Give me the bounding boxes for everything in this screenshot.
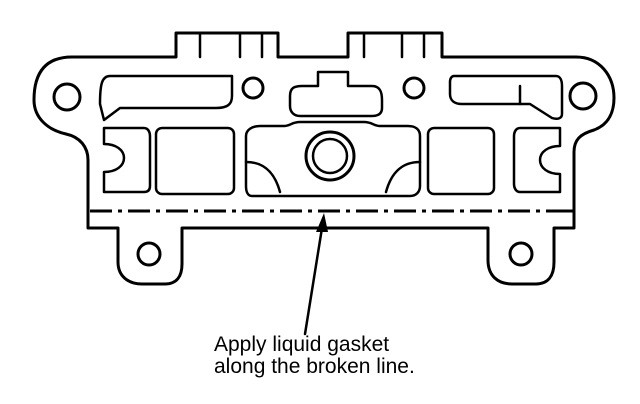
upper-port-right	[448, 74, 564, 121]
bolt-hole-lower-left	[136, 241, 162, 267]
bolt-hole-center-right	[402, 76, 426, 100]
bolt-hole-center-left	[241, 76, 265, 100]
plate-outline	[32, 31, 616, 286]
lower-port-center-inner-right	[384, 160, 422, 194]
caption-line-2: along the broken line.	[214, 355, 415, 378]
lower-port-far-right	[512, 126, 562, 194]
caption-line-1: Apply liquid gasket	[214, 333, 390, 356]
leader-arrowhead	[316, 213, 328, 232]
center-boss-outer	[304, 130, 356, 182]
upper-port-center	[288, 70, 384, 118]
lower-port-left	[154, 126, 236, 196]
lower-port-center-inner-left	[244, 160, 282, 194]
bolt-hole-lower-right	[508, 241, 534, 267]
leader-line	[303, 226, 324, 336]
bolt-hole-left	[52, 82, 82, 112]
lower-port-far-left	[102, 126, 152, 194]
center-boss-inner	[311, 137, 349, 175]
bolt-hole-right	[568, 81, 598, 111]
lower-port-center	[244, 120, 422, 198]
gasket-instruction: Apply liquid gasket along the broken lin…	[214, 334, 415, 378]
lower-port-right	[426, 126, 496, 196]
upper-port-left	[98, 74, 234, 122]
